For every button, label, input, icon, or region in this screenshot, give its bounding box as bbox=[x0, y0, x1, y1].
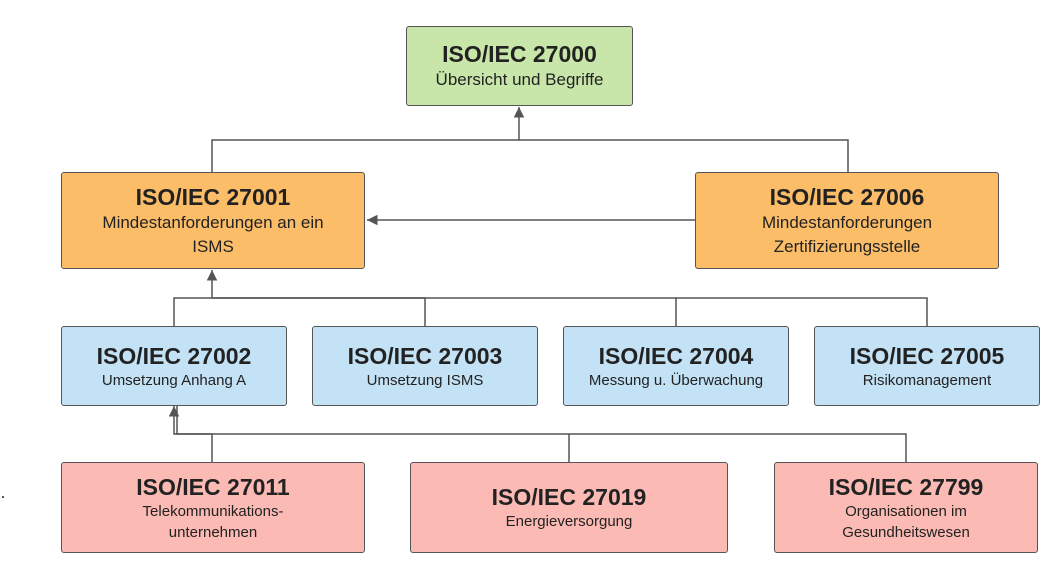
node-description-line-2: ISMS bbox=[192, 236, 234, 256]
connector-27019-to-27002 bbox=[176, 406, 570, 462]
node-description: Energieversorgung bbox=[505, 513, 633, 530]
node-description-line-1: Telekommunikations- bbox=[142, 502, 284, 520]
node-code: ISO/IEC 27001 bbox=[135, 183, 291, 210]
node-code: ISO/IEC 27005 bbox=[849, 342, 1005, 369]
connector-27004-to-27001 bbox=[212, 297, 677, 326]
node-iso-27000: ISO/IEC 27000 Übersicht und Begriffe bbox=[406, 26, 633, 106]
node-description-line-1: Mindestanforderungen bbox=[761, 212, 933, 232]
node-description-line-1: Organisationen im bbox=[845, 502, 967, 520]
connector-27002-to-27001 bbox=[173, 270, 218, 326]
node-description: Risikomanagement bbox=[862, 371, 992, 389]
connector-27003-to-27001 bbox=[212, 297, 426, 326]
node-code: ISO/IEC 27002 bbox=[96, 342, 252, 369]
node-description-line-2: unternehmen bbox=[168, 523, 258, 541]
node-iso-27006: ISO/IEC 27006 Mindestanforderungen Zerti… bbox=[695, 172, 999, 269]
node-iso-27004: ISO/IEC 27004 Messung u. Überwachung bbox=[563, 326, 789, 406]
node-description: Umsetzung ISMS bbox=[366, 371, 484, 389]
connector-27006-to-27000 bbox=[519, 139, 849, 172]
node-iso-27005: ISO/IEC 27005 Risikomanagement bbox=[814, 326, 1040, 406]
node-description: Übersicht und Begriffe bbox=[435, 70, 604, 89]
node-code: ISO/IEC 27003 bbox=[347, 342, 503, 369]
node-code: ISO/IEC 27011 bbox=[136, 473, 290, 500]
node-description-line-1: Mindestanforderungen an ein bbox=[102, 212, 324, 232]
node-description: Umsetzung Anhang A bbox=[101, 371, 247, 389]
node-iso-27799: ISO/IEC 27799 Organisationen im Gesundhe… bbox=[774, 462, 1038, 553]
iso-27000-family-diagram: ISO/IEC 27000 Übersicht und Begriffe ISO… bbox=[2, 26, 1040, 553]
node-iso-27011: ISO/IEC 27011 Telekommunikations- untern… bbox=[61, 462, 365, 553]
node-description: Messung u. Überwachung bbox=[588, 371, 764, 389]
node-iso-27001: ISO/IEC 27001 Mindestanforderungen an ei… bbox=[61, 172, 365, 269]
node-code: ISO/IEC 27019 bbox=[491, 484, 647, 510]
node-description-line-2: Gesundheitswesen bbox=[842, 523, 970, 541]
connector-27799-to-27002 bbox=[569, 433, 907, 462]
stray-dot bbox=[2, 496, 4, 498]
node-iso-27002: ISO/IEC 27002 Umsetzung Anhang A bbox=[61, 326, 287, 406]
node-iso-27003: ISO/IEC 27003 Umsetzung ISMS bbox=[312, 326, 538, 406]
node-iso-27019: ISO/IEC 27019 Energieversorgung bbox=[410, 462, 728, 553]
connector-27001-to-27000 bbox=[211, 107, 525, 172]
node-code: ISO/IEC 27004 bbox=[598, 342, 754, 369]
connector-lines bbox=[168, 107, 928, 462]
connector-27005-to-27001 bbox=[676, 297, 928, 326]
node-description-line-2: Zertifizierungsstelle bbox=[773, 236, 921, 256]
node-code: ISO/IEC 27006 bbox=[769, 183, 925, 210]
node-code: ISO/IEC 27000 bbox=[442, 41, 597, 67]
node-code: ISO/IEC 27799 bbox=[828, 473, 984, 500]
